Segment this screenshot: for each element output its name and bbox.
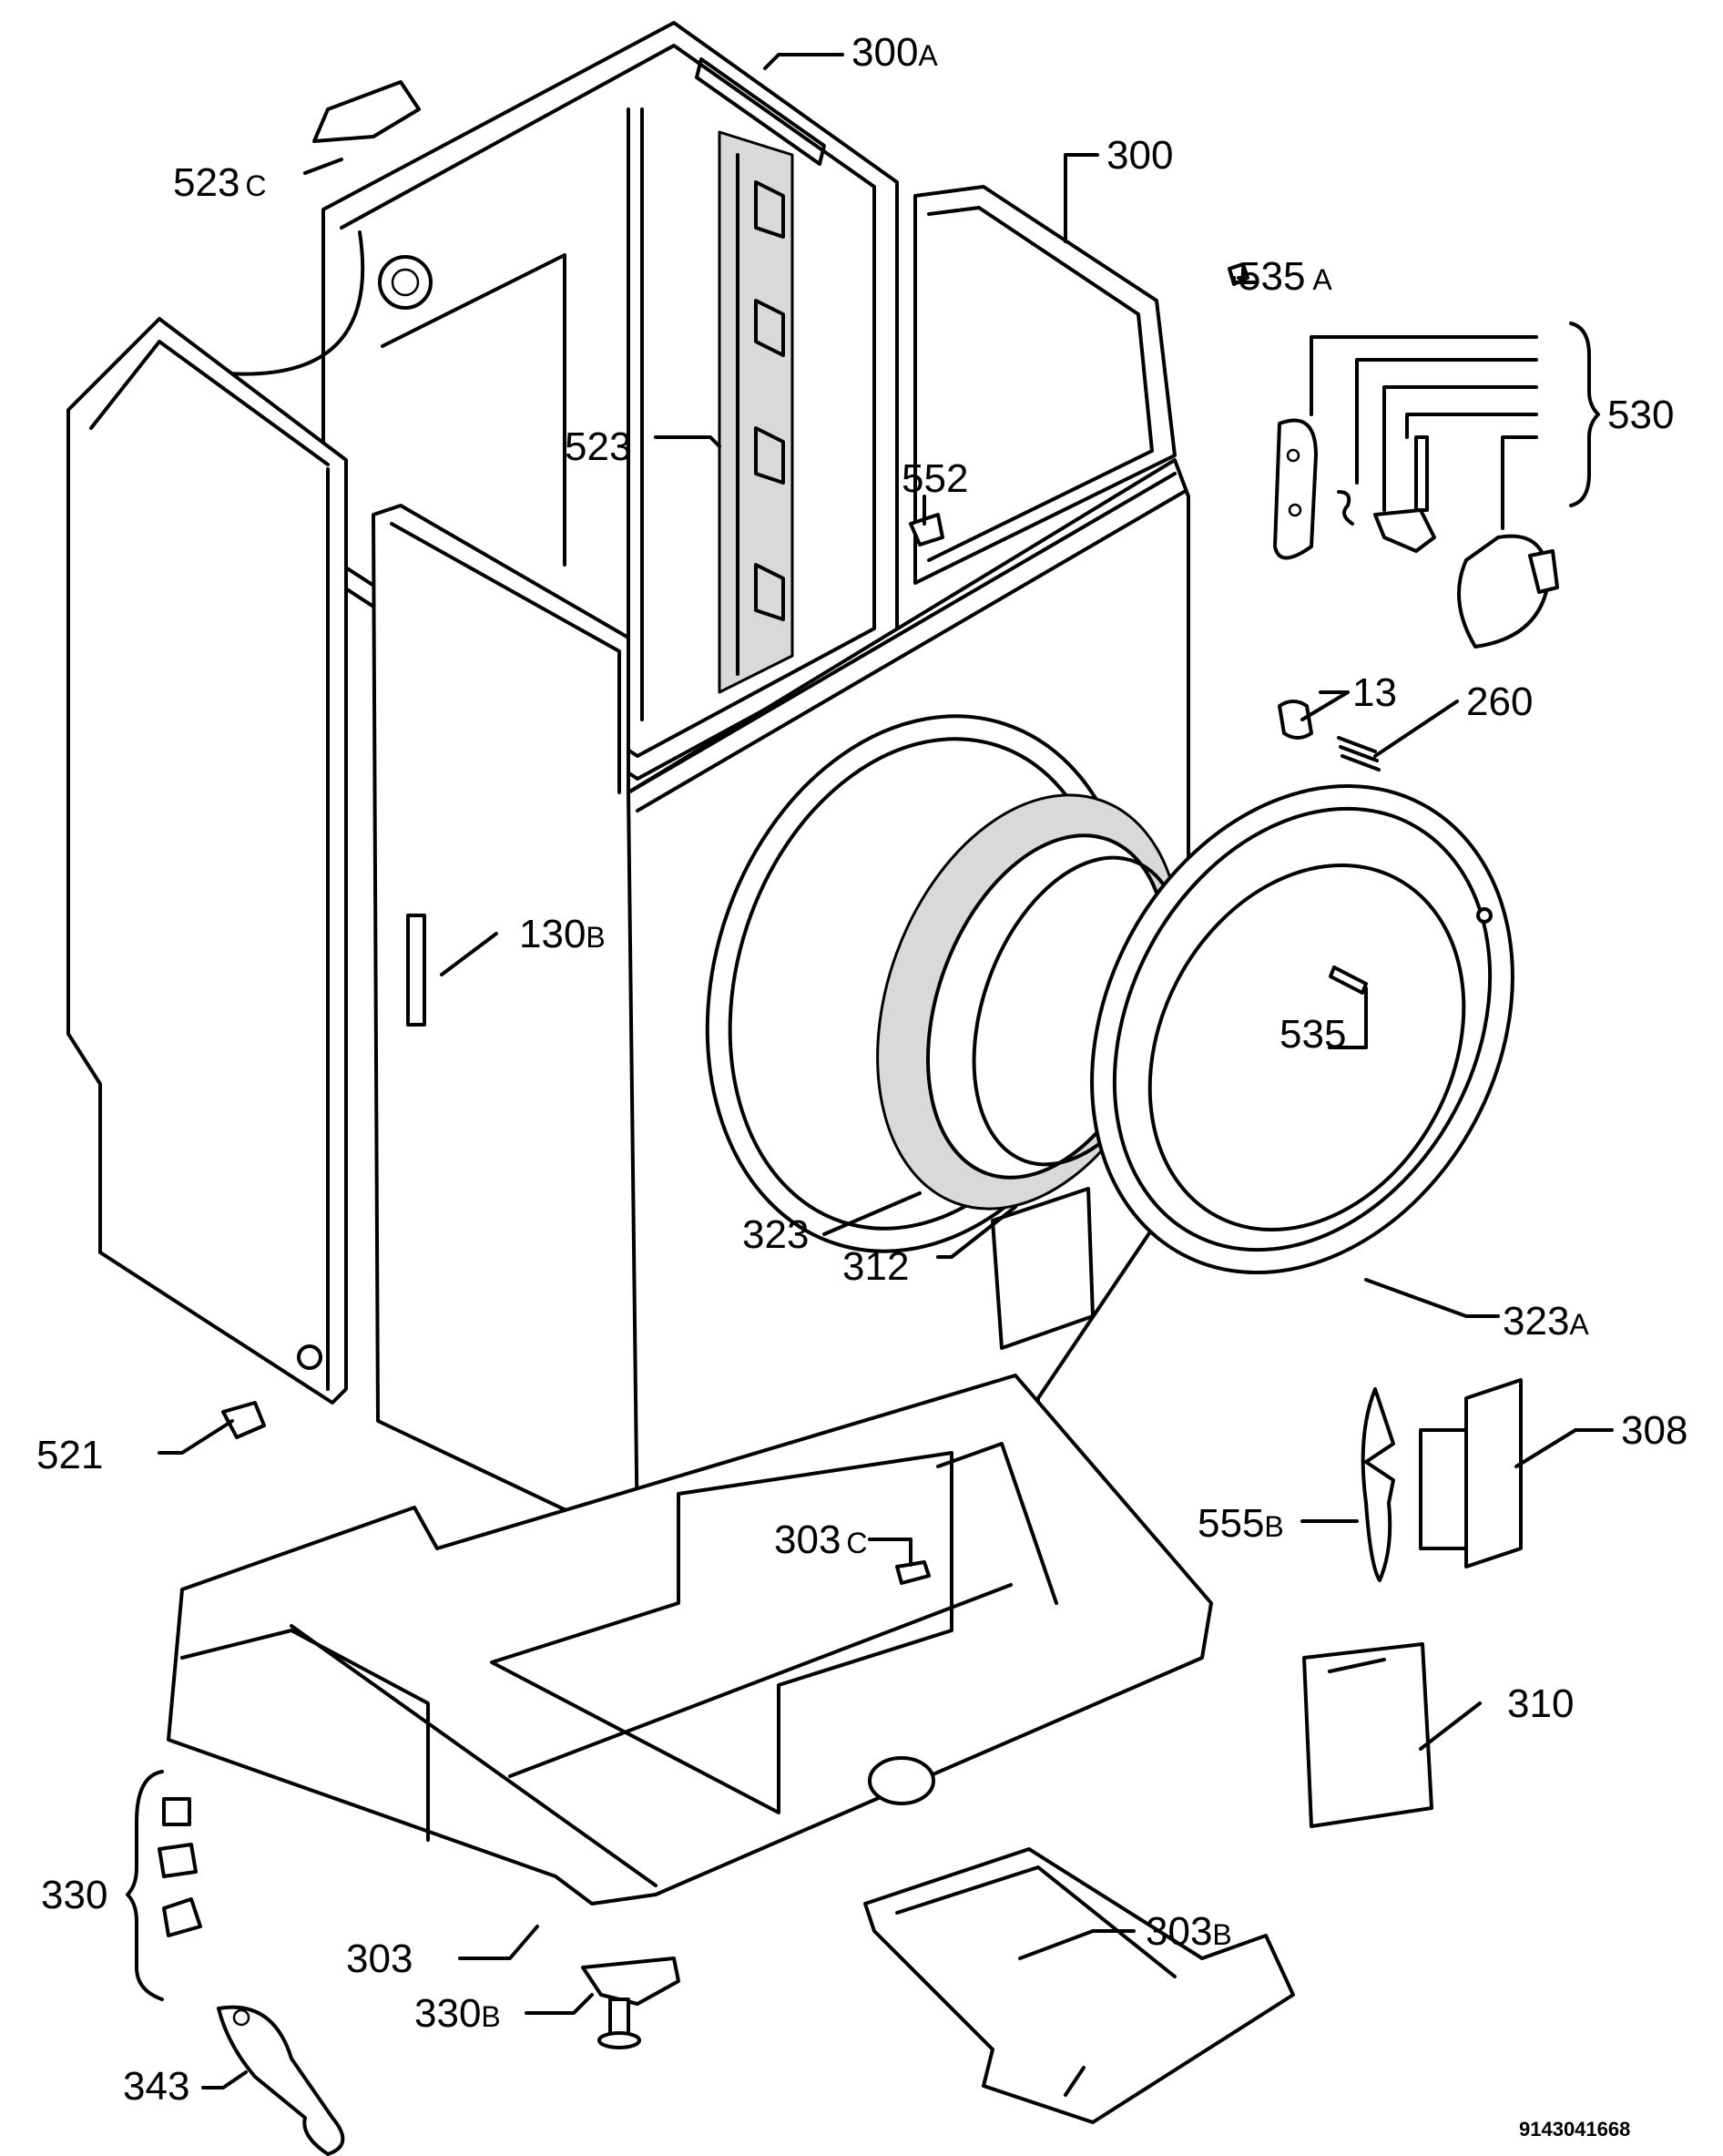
label-308: 308 — [1621, 1408, 1687, 1453]
label-330b: 330B — [414, 1991, 501, 2036]
plinth-panel — [863, 1847, 1295, 2124]
label-555b: 555B — [1198, 1501, 1284, 1546]
hinge-parts — [1302, 1378, 1523, 1828]
label-310: 310 — [1507, 1681, 1574, 1726]
label-303b: 303B — [1146, 1909, 1232, 1954]
label-303: 303 — [346, 1936, 413, 1981]
label-521: 521 — [36, 1433, 103, 1477]
door-handle-parts — [1228, 262, 1559, 771]
label-130b: 130B — [519, 912, 606, 956]
leveling-parts — [158, 1797, 680, 2049]
label-300a: 300A — [851, 30, 938, 75]
label-523: 523 — [565, 424, 631, 469]
door-ring — [1090, 783, 1514, 1275]
cabinet-body — [372, 458, 1190, 1550]
label-323: 323 — [742, 1212, 809, 1257]
label-323a: 323A — [1503, 1299, 1589, 1344]
rear-rail — [718, 130, 794, 694]
label-260: 260 — [1466, 679, 1533, 724]
small-parts — [221, 80, 944, 1585]
base-frame — [167, 1374, 1213, 1906]
side-panel-right — [913, 185, 1177, 585]
label-552: 552 — [902, 456, 968, 501]
label-530: 530 — [1607, 393, 1674, 437]
label-300: 300 — [1106, 133, 1173, 178]
side-panel-left — [66, 317, 348, 1405]
leader-lines — [126, 53, 1614, 2090]
label-535: 535 — [1280, 1012, 1346, 1057]
label-13: 13 — [1352, 670, 1397, 715]
label-312: 312 — [842, 1244, 909, 1289]
label-330: 330 — [41, 1873, 107, 1917]
label-343: 343 — [123, 2064, 189, 2109]
document-number: 9143041668 — [1519, 2118, 1630, 2141]
wrench-tool — [217, 2005, 345, 2156]
